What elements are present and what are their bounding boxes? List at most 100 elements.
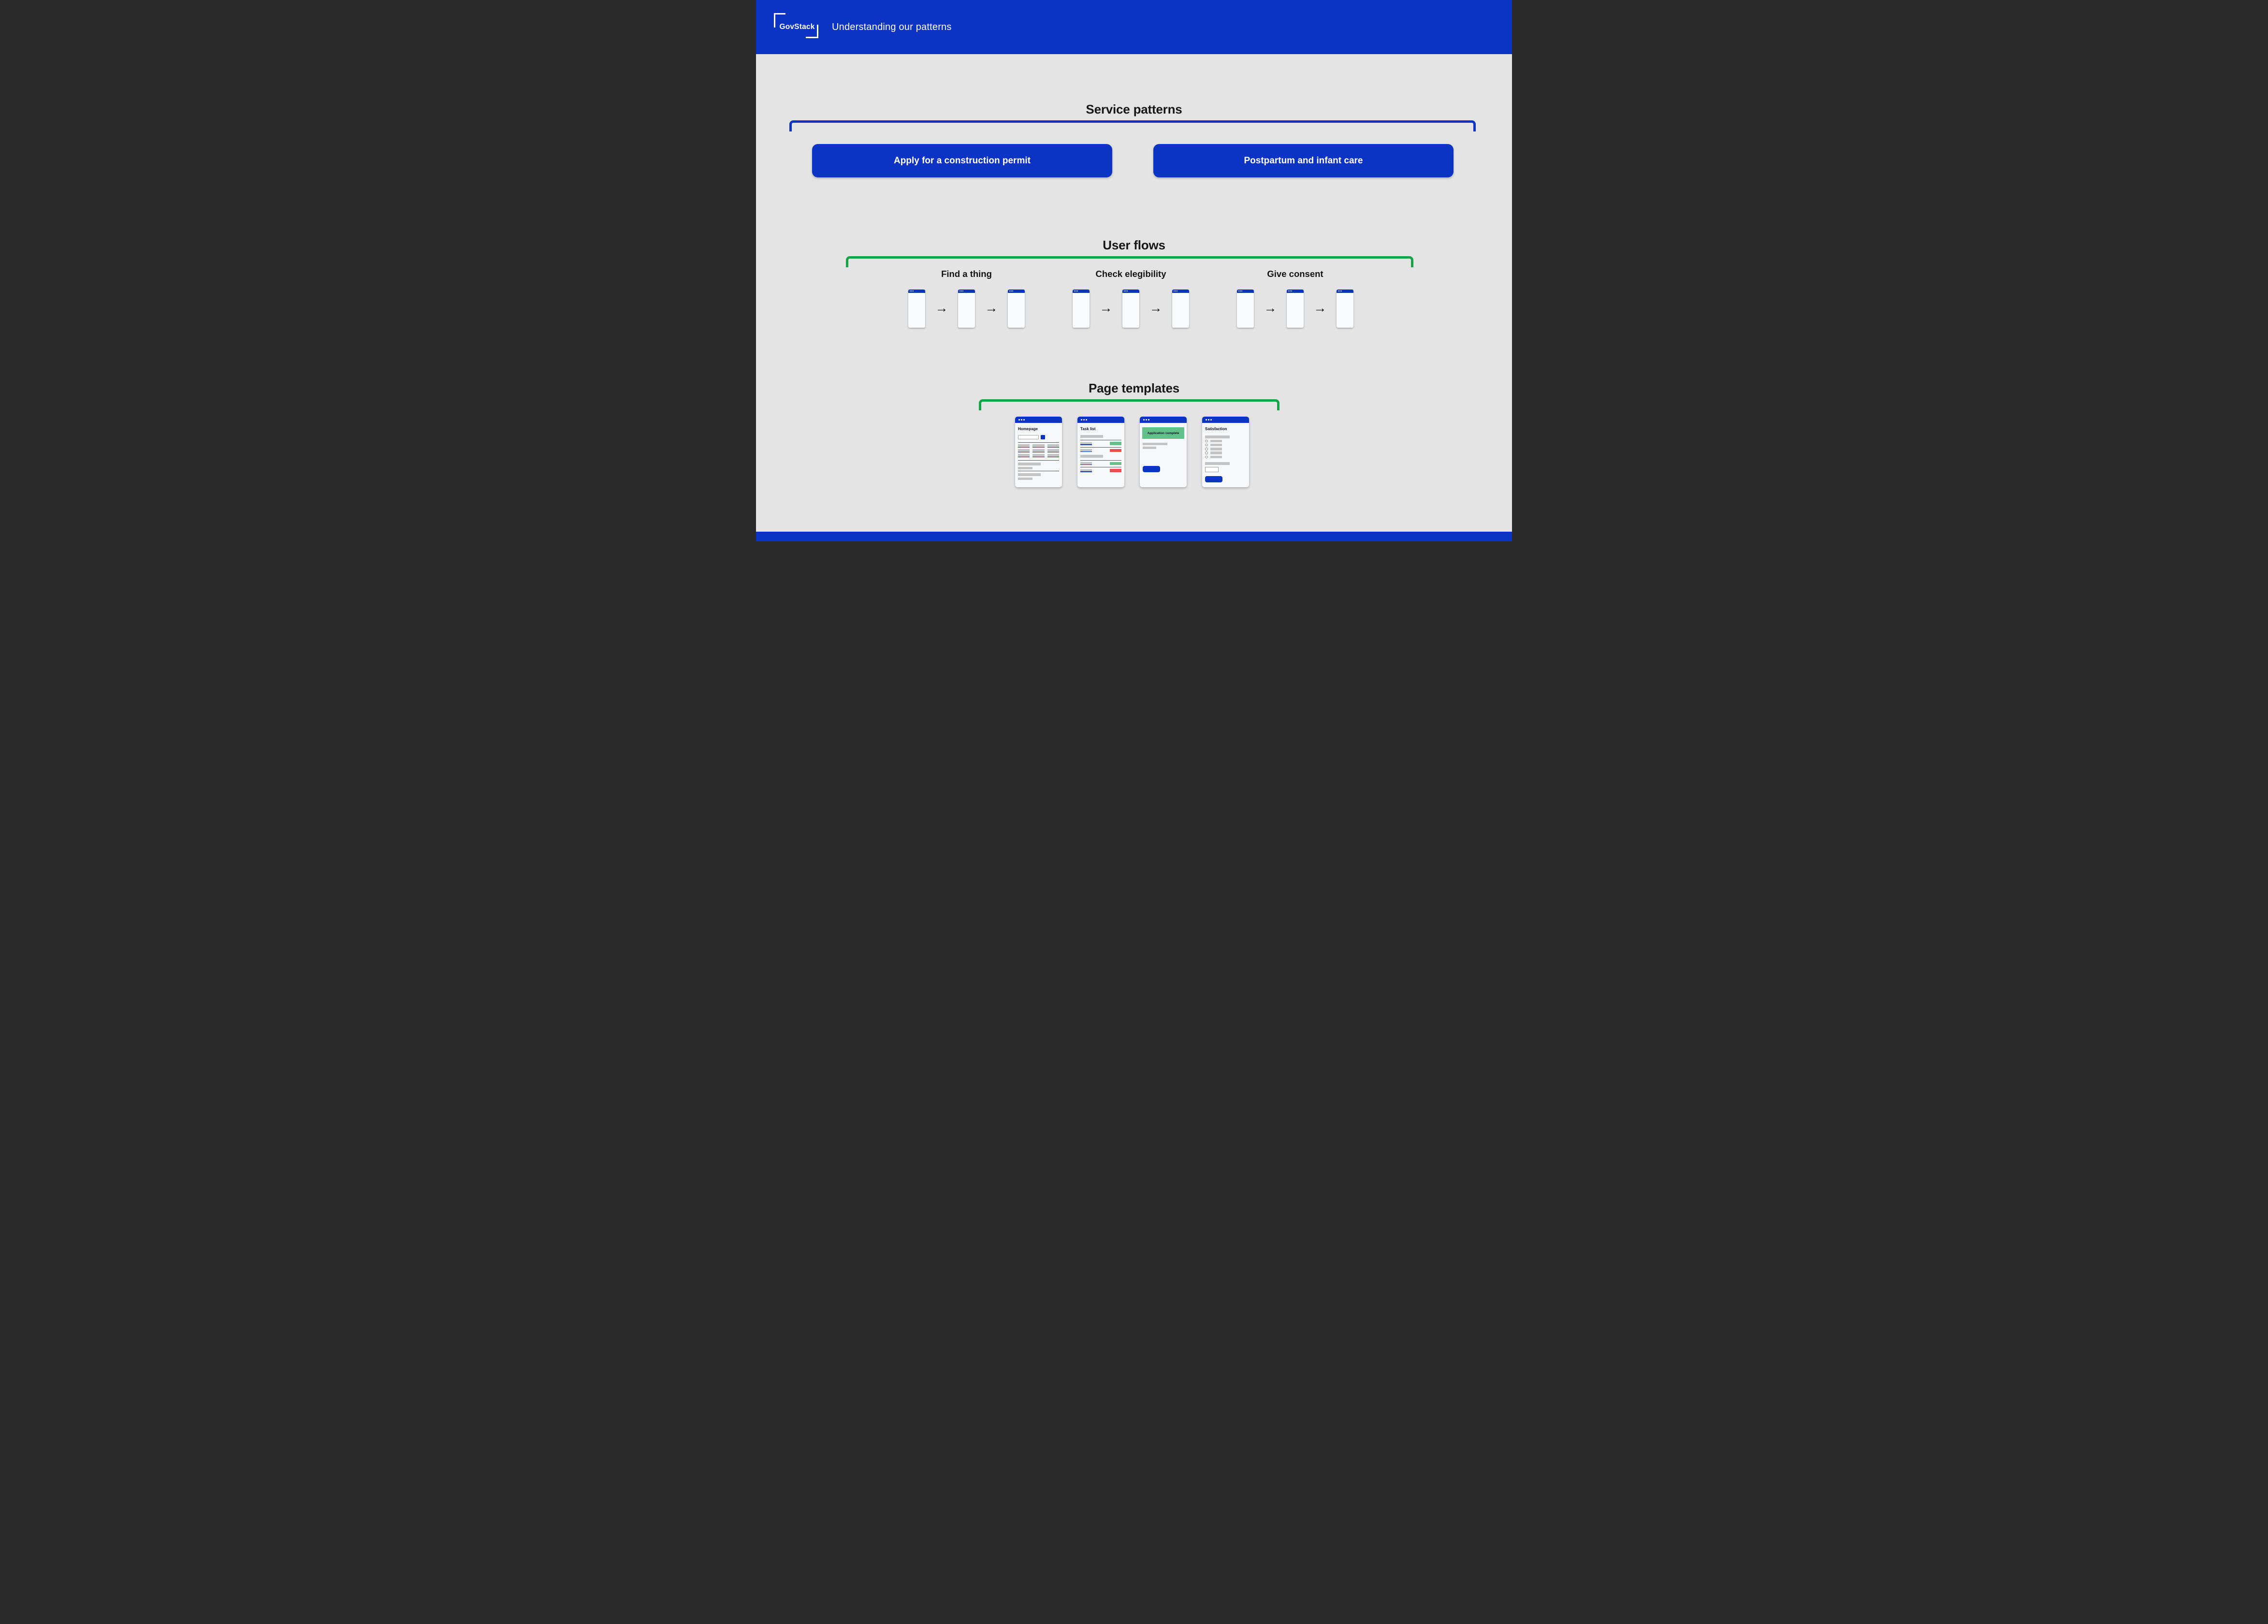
service-patterns-bracket [789, 120, 1476, 131]
window-titlebar [1237, 290, 1254, 293]
window-dot-icon [1012, 290, 1014, 292]
page-templates-heading: Page templates [1089, 381, 1179, 395]
flow-label: Give consent [1267, 269, 1323, 279]
window-dot-icon [1210, 419, 1212, 420]
window-dot-icon [1174, 290, 1175, 292]
window-dot-icon [1290, 290, 1291, 292]
card-heading: Satisfaction [1205, 427, 1227, 431]
footer-bar [756, 532, 1512, 541]
window-dot-icon [1081, 419, 1082, 420]
window-dot-icon [1338, 290, 1339, 292]
window-titlebar [1172, 290, 1189, 293]
window-titlebar [958, 290, 975, 293]
status-badge-complete [1110, 442, 1121, 445]
window-titlebar [1008, 290, 1025, 293]
link-card-mock [1018, 444, 1030, 448]
card-heading: Homepage [1018, 427, 1038, 431]
window-titlebar [1202, 417, 1249, 423]
flow-arrow-cell: → [975, 290, 1008, 328]
window-dot-icon [1125, 290, 1127, 292]
arrow-right-icon: → [1264, 301, 1277, 315]
flow-arrow-cell: → [1139, 290, 1172, 328]
card-heading: Task list [1080, 427, 1096, 431]
task-link-mock [1080, 469, 1092, 472]
arrow-right-icon: → [1099, 301, 1113, 315]
placeholder-bar [1205, 462, 1230, 465]
window-dot-icon [962, 290, 964, 292]
arrow-right-icon: → [935, 301, 948, 315]
divider [1080, 447, 1121, 448]
window-dot-icon [1175, 290, 1177, 292]
placeholder-bar [1143, 447, 1156, 449]
window-dot-icon [1146, 419, 1147, 420]
postpartum-care-button[interactable]: Postpartum and infant care [1153, 144, 1454, 177]
window-dot-icon [1206, 419, 1207, 420]
radio-icon [1205, 451, 1208, 454]
window-dot-icon [1074, 290, 1075, 292]
radio-icon [1205, 439, 1208, 442]
window-titlebar [1077, 417, 1124, 423]
window-dot-icon [1288, 290, 1289, 292]
browser-window-mock [1008, 290, 1025, 328]
flow-arrow-cell: → [925, 290, 958, 328]
window-dot-icon [1339, 290, 1341, 292]
logo-bracket-top-left-icon [774, 13, 785, 28]
status-badge-incomplete [1110, 469, 1121, 472]
window-dot-icon [1077, 290, 1078, 292]
window-titlebar [1015, 417, 1062, 423]
placeholder-bar [1080, 435, 1103, 438]
flow-label: Find a thing [941, 269, 992, 279]
template-card-task-list: Task list [1077, 417, 1124, 487]
task-link-mock [1080, 442, 1092, 445]
flow-arrow-cell: → [1090, 290, 1122, 328]
window-dot-icon [1083, 419, 1085, 420]
construction-permit-button[interactable]: Apply for a construction permit [812, 144, 1112, 177]
window-dot-icon [1177, 290, 1178, 292]
window-dot-icon [1009, 290, 1010, 292]
window-dot-icon [1021, 419, 1022, 420]
placeholder-bar [1018, 463, 1041, 465]
window-dot-icon [1341, 290, 1342, 292]
window-dot-icon [1124, 290, 1125, 292]
flow-arrow-cell: → [1304, 290, 1337, 328]
placeholder-bar [1080, 455, 1103, 458]
flow-group: →→ [908, 290, 1025, 328]
window-dot-icon [910, 290, 911, 292]
window-dot-icon [961, 290, 962, 292]
link-card-mock [1018, 454, 1030, 457]
window-dot-icon [1240, 290, 1241, 292]
window-dot-icon [1011, 290, 1012, 292]
template-card-satisfaction: Satisfaction [1202, 417, 1249, 487]
placeholder-bar [1018, 477, 1032, 480]
task-link-mock [1080, 462, 1092, 465]
divider [1018, 460, 1059, 461]
page-templates-bracket [979, 399, 1279, 410]
browser-window-mock [1287, 290, 1304, 328]
flow-label: Check elegibility [1095, 269, 1166, 279]
window-dot-icon [911, 290, 913, 292]
placeholder-bar [1205, 435, 1230, 438]
link-card-mock [1032, 454, 1045, 457]
confirmation-panel: Application complete [1142, 427, 1184, 439]
logo-bracket-bottom-right-icon [806, 25, 818, 38]
placeholder-bar [1143, 442, 1167, 445]
window-dot-icon [1143, 419, 1145, 420]
window-dot-icon [913, 290, 914, 292]
window-dot-icon [1291, 290, 1293, 292]
window-dot-icon [1086, 419, 1087, 420]
divider [1018, 442, 1059, 443]
status-badge-incomplete [1110, 449, 1121, 452]
window-titlebar [1337, 290, 1353, 293]
template-card-homepage: Homepage [1015, 417, 1062, 487]
search-button-mock [1041, 435, 1045, 439]
govstack-logo: GovStack [774, 13, 818, 38]
window-titlebar [908, 290, 925, 293]
divider [1080, 460, 1121, 461]
radio-icon [1205, 443, 1208, 447]
search-input-mock [1018, 435, 1039, 439]
link-card-mock [1047, 454, 1059, 457]
radio-icon [1205, 455, 1208, 459]
window-titlebar [1287, 290, 1304, 293]
arrow-right-icon: → [1149, 301, 1163, 315]
link-card-mock [1032, 444, 1045, 448]
